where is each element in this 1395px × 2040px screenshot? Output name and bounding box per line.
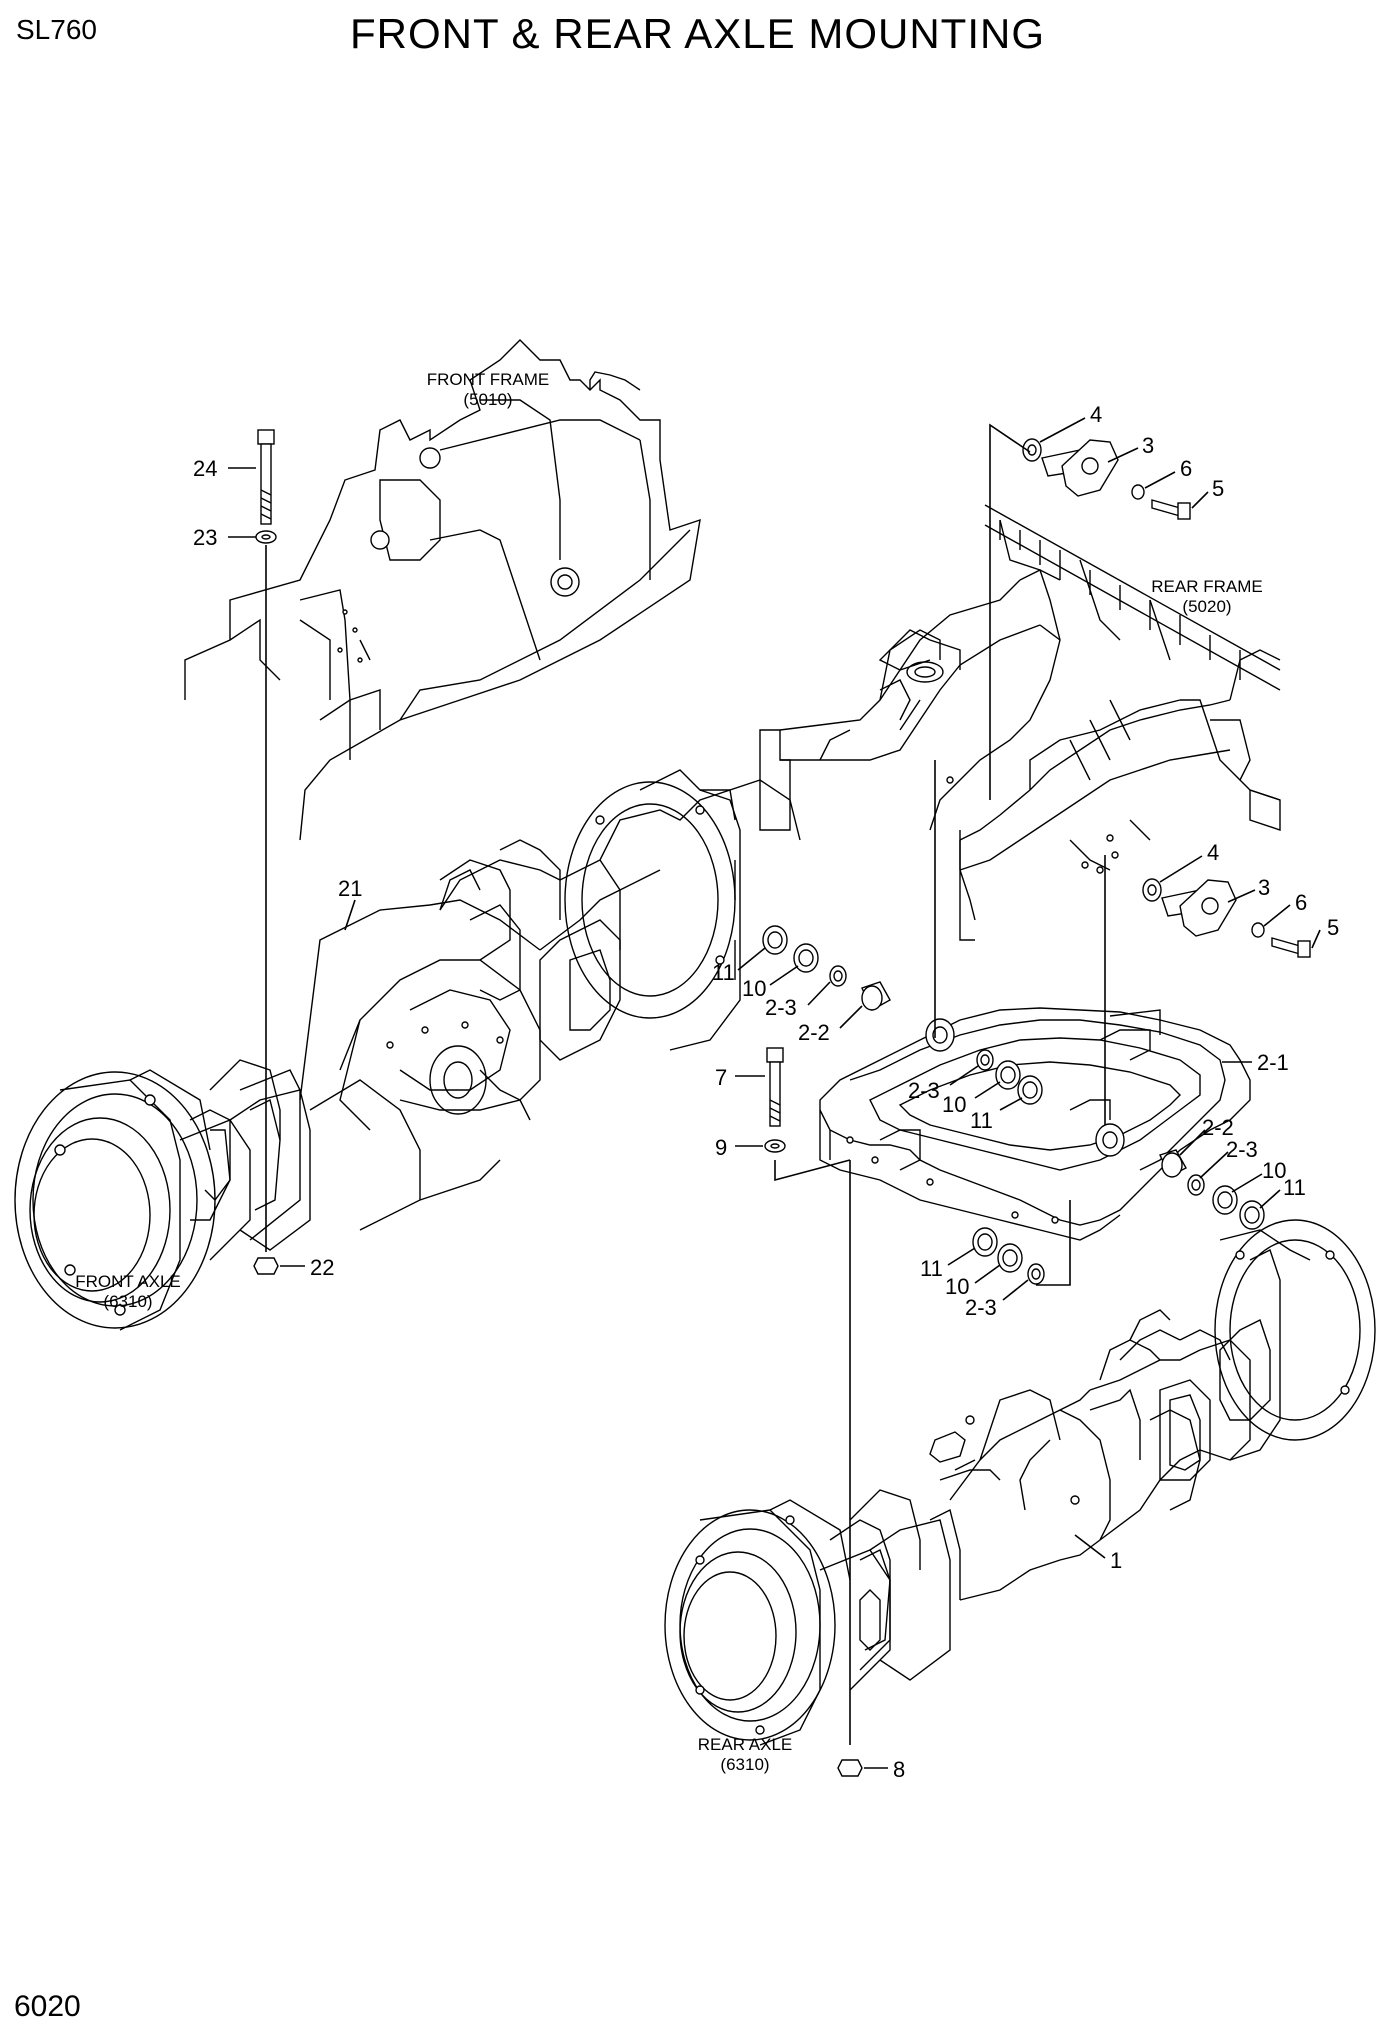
bushing-washer-set-right: [1159, 1149, 1265, 1230]
callout-6-upper: 6: [1180, 456, 1192, 481]
bushing-washer-set-upper-left: [762, 925, 891, 1011]
rear-frame-caption: REAR FRAME: [1151, 577, 1262, 596]
rear-frame-code: (5020): [1182, 597, 1231, 616]
callout-4-lower: 4: [1207, 840, 1219, 865]
callout-1: 1: [1110, 1548, 1122, 1573]
subframe-2-1: [819, 1007, 1251, 1241]
front-frame-code: (5010): [463, 390, 512, 409]
callout-10-a: 10: [742, 976, 766, 1001]
rear-nut-8: [837, 1759, 863, 1777]
bushing-washer-set-lower: [972, 1227, 1045, 1285]
callout-11-c: 11: [1283, 1175, 1306, 1200]
callout-24: 24: [193, 456, 217, 481]
rear-axle-code: (6310): [720, 1755, 769, 1774]
callout-2-3-b: 2-3: [908, 1078, 940, 1103]
front-frame-drawing: [184, 339, 701, 841]
rear-guide-lines: [774, 423, 1106, 1745]
model-code: SL760: [16, 14, 97, 45]
rear-axle-drawing: [664, 1219, 1376, 1746]
callout-21: 21: [338, 876, 362, 901]
page-number: 6020: [14, 1990, 81, 2023]
rear-frame-drawing: [759, 504, 1281, 941]
callout-2-3-c: 2-3: [1226, 1137, 1258, 1162]
callout-10-b: 10: [942, 1092, 966, 1117]
callout-9: 9: [715, 1135, 727, 1160]
callout-11-a: 11: [712, 960, 735, 985]
callout-3-upper: 3: [1142, 433, 1154, 458]
callout-2-3-d: 2-3: [965, 1295, 997, 1320]
callout-22: 22: [310, 1255, 334, 1280]
callout-11-b: 11: [970, 1108, 993, 1133]
callout-3-lower: 3: [1258, 875, 1270, 900]
rear-axle-caption: REAR AXLE: [698, 1735, 793, 1754]
callout-2-2-b: 2-2: [1202, 1115, 1234, 1140]
callout-10-c: 10: [1262, 1158, 1286, 1183]
front-bolt-24: [257, 429, 275, 525]
upper-pin-assembly: [1022, 438, 1191, 520]
callout-2-1: 2-1: [1257, 1050, 1289, 1075]
rear-bolt-7: [766, 1047, 784, 1127]
callout-2-3-a: 2-3: [765, 995, 797, 1020]
page-title: FRONT & REAR AXLE MOUNTING: [350, 10, 1045, 57]
front-axle-drawing: [14, 769, 801, 1331]
callout-7: 7: [715, 1065, 727, 1090]
callout-4-upper: 4: [1090, 402, 1102, 427]
lower-pin-assembly: [1142, 878, 1311, 958]
callout-labels: 24 23 21 22 4 3 6 5 4 3 6 5 11 10 2-3 2-…: [193, 402, 1339, 1782]
callout-10-d: 10: [945, 1274, 969, 1299]
front-nut-22: [253, 1257, 279, 1275]
front-axle-code: (6310): [103, 1292, 152, 1311]
front-frame-caption: FRONT FRAME: [427, 370, 549, 389]
callout-5-lower: 5: [1327, 915, 1339, 940]
callout-2-2-a: 2-2: [798, 1020, 830, 1045]
bushing-washer-set-center: [976, 1049, 1043, 1105]
callout-leaders: [228, 417, 1321, 1769]
callout-11-d: 11: [920, 1256, 943, 1281]
callout-8: 8: [893, 1757, 905, 1782]
callout-23: 23: [193, 525, 217, 550]
front-axle-caption: FRONT AXLE: [75, 1272, 181, 1291]
callout-6-lower: 6: [1295, 890, 1307, 915]
callout-5-upper: 5: [1212, 476, 1224, 501]
